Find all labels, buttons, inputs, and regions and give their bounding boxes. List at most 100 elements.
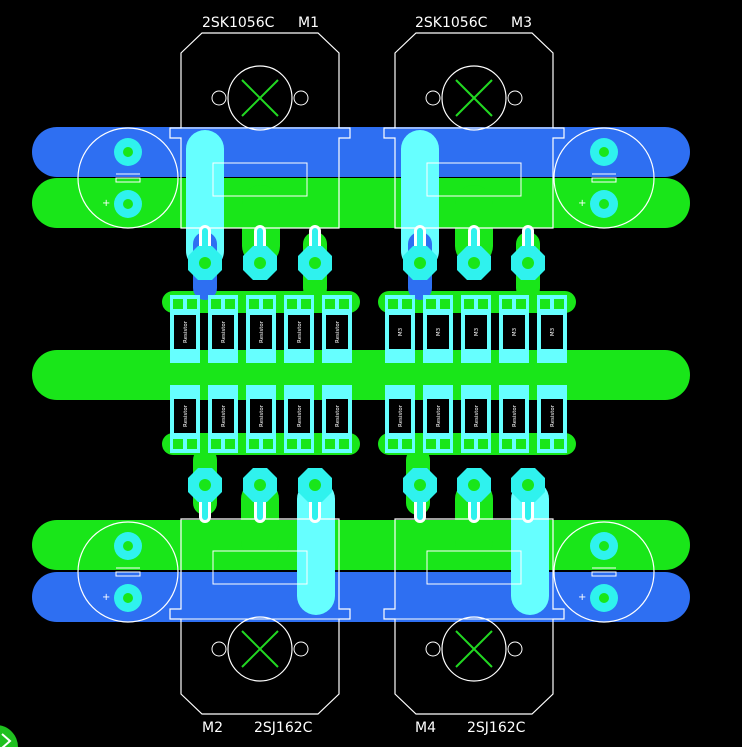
- resistor-pad: [173, 439, 183, 449]
- capacitor-plate: [115, 571, 141, 577]
- resistor: Resistor: [423, 385, 453, 453]
- resistor: M3: [423, 295, 453, 363]
- resistor-inner: [427, 315, 449, 349]
- resistor: Resistor: [284, 295, 314, 363]
- resistor: Resistor: [246, 385, 276, 453]
- resistor-inner: [288, 315, 310, 349]
- cross-mark: [455, 630, 493, 668]
- resistor-pad: [402, 299, 412, 309]
- capacitor-drill: [599, 199, 609, 209]
- resistor-label: Resistor: [398, 404, 404, 427]
- resistor-inner: [541, 315, 563, 349]
- capacitor-polarity: +: [578, 198, 586, 209]
- lug-right: [293, 90, 309, 106]
- resistor: Resistor: [170, 295, 200, 363]
- capacitor-drill: [599, 147, 609, 157]
- resistor-pad: [225, 299, 235, 309]
- capacitor-polarity: +: [578, 592, 586, 603]
- resistor-inner: [326, 315, 348, 349]
- m1-part-label: 2SK1056C: [202, 15, 275, 31]
- resistor-pad: [540, 439, 550, 449]
- package-outline: [383, 518, 565, 715]
- resistor-pad: [554, 299, 564, 309]
- capacitor-drill: [123, 147, 133, 157]
- lug-left: [211, 641, 227, 657]
- resistor-label: Resistor: [512, 404, 518, 427]
- transistor-packages: [169, 32, 565, 715]
- capacitor-drill: [599, 593, 609, 603]
- capacitor-plate: [591, 571, 617, 577]
- resistor-pad: [287, 299, 297, 309]
- pad-top: [457, 246, 491, 280]
- resistor-pad: [440, 439, 450, 449]
- resistor: Resistor: [461, 385, 491, 453]
- resistor-pad: [211, 299, 221, 309]
- resistor-inner: [465, 315, 487, 349]
- resistor-pad: [502, 299, 512, 309]
- m3-ref-label: M3: [511, 15, 532, 31]
- resistor: Resistor: [537, 385, 567, 453]
- resistor-inner: [326, 399, 348, 433]
- resistor: M3: [499, 295, 529, 363]
- cross-mark: [241, 630, 279, 668]
- cross-mark: [241, 79, 279, 117]
- resistor: Resistor: [322, 295, 352, 363]
- pad-bottom: [298, 468, 332, 502]
- resistor-pad: [478, 439, 488, 449]
- resistor-pad: [187, 439, 197, 449]
- pad-bottom: [403, 468, 437, 502]
- resistor-label: Resistor: [183, 320, 189, 343]
- mounting-hole: [441, 616, 507, 682]
- resistor-pad: [502, 439, 512, 449]
- pad-top: [403, 246, 437, 280]
- capacitor-top-left: +: [77, 127, 179, 229]
- capacitor-top-right: +: [553, 127, 655, 229]
- resistor-label: Resistor: [297, 320, 303, 343]
- resistor-pad: [187, 299, 197, 309]
- resistor-inner: [288, 399, 310, 433]
- resistor-inner: [427, 399, 449, 433]
- resistor-pad: [388, 299, 398, 309]
- rail-middle-green: [32, 350, 690, 400]
- pad-top: [243, 246, 277, 280]
- capacitor-bottom-right: +: [553, 521, 655, 623]
- trace-segment: [242, 185, 280, 265]
- resistor-pad: [263, 439, 273, 449]
- pad-drill: [414, 257, 426, 269]
- pad-drill: [309, 479, 321, 491]
- resistor-inner: [541, 399, 563, 433]
- resistor-label: Resistor: [221, 320, 227, 343]
- resistor-pad: [516, 299, 526, 309]
- resistor-label: M3: [512, 327, 518, 336]
- lug-right: [293, 641, 309, 657]
- mounting-hole: [227, 616, 293, 682]
- resistor-inner: [212, 399, 234, 433]
- m2-part-label: 2SJ162C: [254, 720, 313, 736]
- resistors-left-top: Resistor Resistor Resistor Resistor Resistor: [170, 295, 352, 363]
- resistors-right-bottom: Resistor Resistor Resistor Resistor Resistor: [385, 385, 567, 453]
- resistor-pad: [464, 299, 474, 309]
- pad-drill: [414, 479, 426, 491]
- pad-bottom: [188, 468, 222, 502]
- resistor-inner: [250, 399, 272, 433]
- capacitor-plate: [115, 177, 141, 183]
- package-outline: [383, 32, 565, 229]
- lug-right: [507, 641, 523, 657]
- body-window: [426, 550, 522, 585]
- body-window: [212, 550, 308, 585]
- resistor-inner: [465, 399, 487, 433]
- trace-segment: [186, 130, 224, 270]
- capacitor-outline: [553, 127, 655, 229]
- resistor-pad: [440, 299, 450, 309]
- corner-marker-icon: [0, 725, 18, 747]
- package-outline: [169, 32, 351, 229]
- m4-ref-label: M4: [415, 720, 436, 736]
- resistor: Resistor: [208, 385, 238, 453]
- resistor-pad: [225, 439, 235, 449]
- resistor: Resistor: [246, 295, 276, 363]
- mounting-hole: [227, 65, 293, 131]
- resistor-pad: [339, 299, 349, 309]
- package-m4: [383, 518, 565, 715]
- resistor-label: M3: [550, 327, 556, 336]
